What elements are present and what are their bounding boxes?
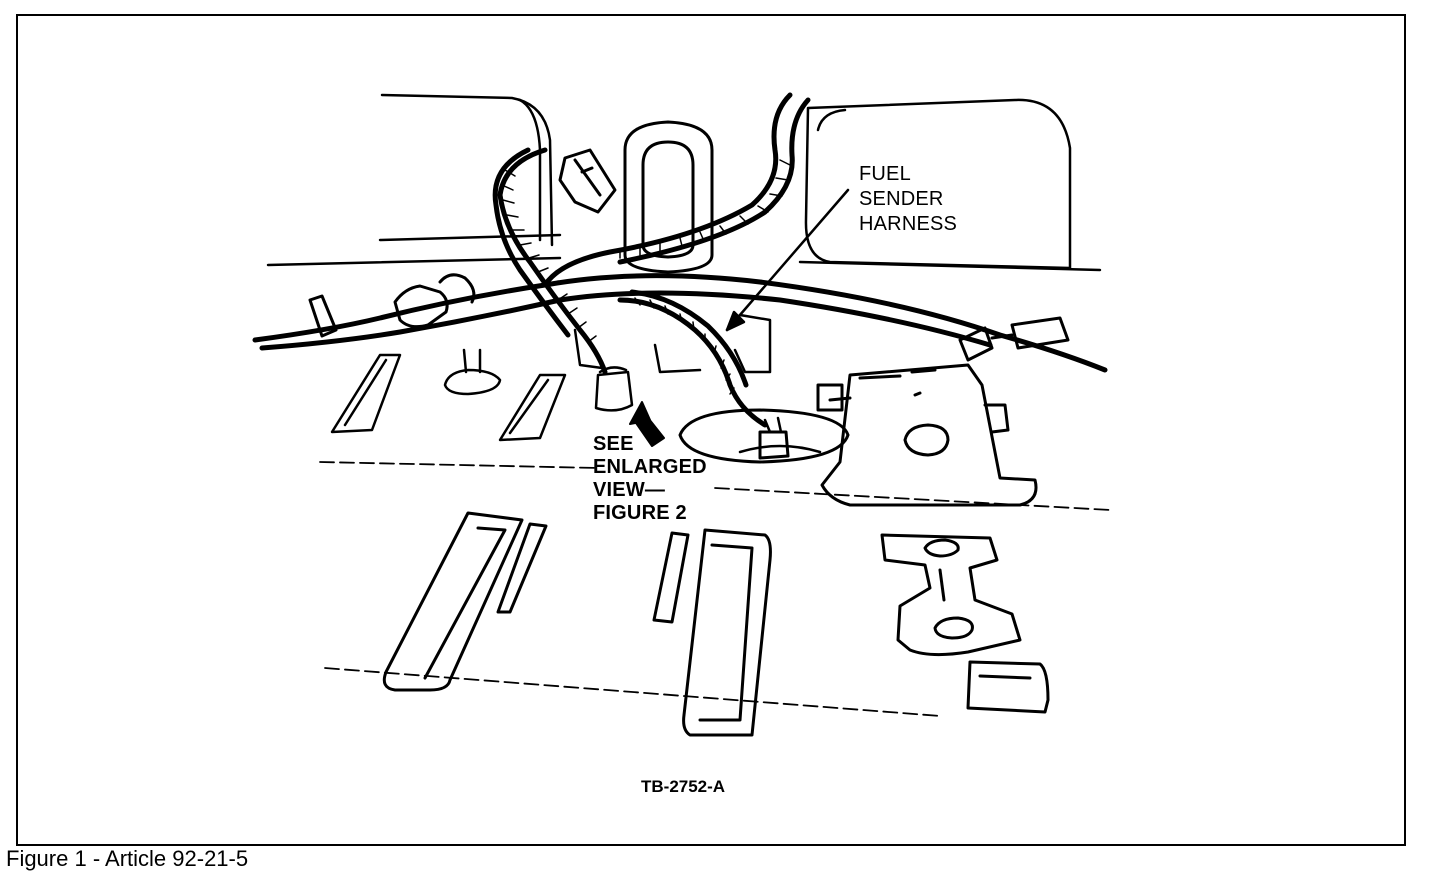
- figure-caption: Figure 1 - Article 92-21-5: [6, 846, 249, 871]
- right-bracket: [816, 363, 1038, 507]
- left-tank-pads: [330, 348, 567, 442]
- fuel-sender-arrow: [725, 188, 850, 332]
- fuel-sender-label-line-3: HARNESS: [859, 213, 958, 235]
- see-enlarged-view-label: SEE ENLARGED VIEW— FIGURE 2: [593, 433, 707, 525]
- figure-frame: [16, 14, 1406, 846]
- see-enlarged-line-2: ENLARGED: [593, 456, 707, 478]
- right-connector: [958, 316, 1070, 362]
- fuel-sender-harness-label: FUEL SENDER HARNESS: [859, 162, 957, 237]
- mounting-boss: [573, 313, 772, 412]
- harness-wrap-texture: [501, 159, 791, 395]
- upper-body-panels: [266, 93, 1102, 272]
- wiring-harness: [252, 92, 1108, 428]
- top-connector: [558, 148, 617, 214]
- drawing-id: TB-2752-A: [641, 777, 726, 796]
- see-enlarged-line-3: VIEW—: [593, 479, 666, 501]
- left-connectors: [308, 273, 476, 338]
- see-enlarged-line-4: FIGURE 2: [593, 502, 687, 524]
- lower-tank-ribs: [382, 511, 1050, 737]
- enlarged-view-arrow: [629, 401, 665, 447]
- fuel-sender-opening: [678, 408, 850, 464]
- fuel-sender-label-line-1: FUEL: [859, 163, 911, 185]
- lower-bracket: [880, 533, 1022, 657]
- fuel-sender-label-line-2: SENDER: [859, 188, 944, 210]
- see-enlarged-line-1: SEE: [593, 433, 634, 455]
